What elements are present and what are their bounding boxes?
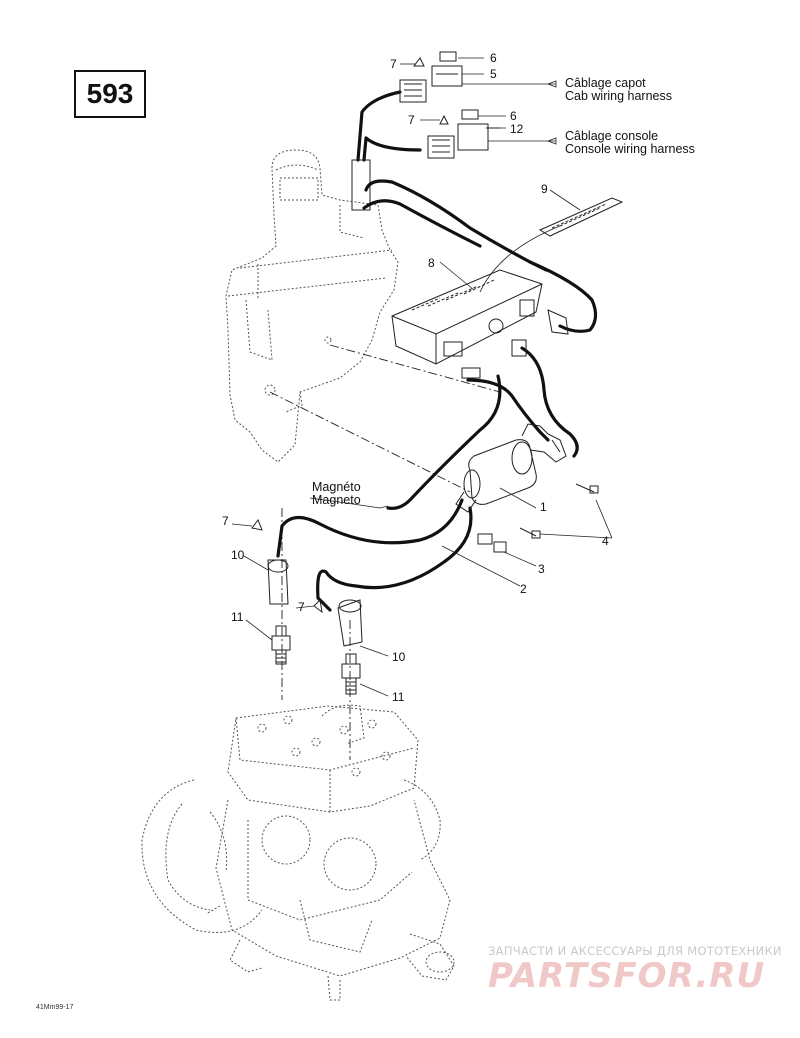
callout-2: 2 bbox=[520, 582, 527, 596]
callout-1: 1 bbox=[540, 500, 547, 514]
callout-11: 11 bbox=[392, 690, 405, 704]
callout-6: 6 bbox=[490, 51, 497, 65]
decal-strip bbox=[538, 197, 624, 237]
console-harness-label-en: Console wiring harness bbox=[565, 142, 695, 156]
callout-6: 6 bbox=[510, 109, 517, 123]
callout-3: 3 bbox=[538, 562, 545, 576]
spark-plug-cap-right bbox=[313, 598, 363, 647]
terminals bbox=[477, 533, 507, 553]
spark-plug-right bbox=[341, 653, 361, 695]
callout-5: 5 bbox=[490, 67, 497, 81]
callout-11: 11 bbox=[231, 610, 244, 624]
console-harness-label-fr: Câblage console bbox=[565, 129, 659, 143]
cab-harness-label-en: Cab wiring harness bbox=[565, 89, 672, 103]
callout-7: 7 bbox=[298, 600, 305, 614]
connector-console-group bbox=[427, 109, 500, 159]
watermark-logo: PARTSFOR.RU bbox=[488, 956, 766, 996]
callout-8: 8 bbox=[428, 256, 435, 270]
callout-7: 7 bbox=[390, 57, 397, 71]
watermark-tagline: ЗАПЧАСТИ И АКСЕССУАРЫ ДЛЯ МОТОТЕХНИКИ bbox=[488, 944, 782, 958]
spark-plug-left bbox=[271, 625, 291, 665]
leader-lines bbox=[231, 57, 613, 697]
spark-plug-cap-left bbox=[251, 518, 289, 605]
mount-line-2 bbox=[269, 391, 471, 493]
callout-12: 12 bbox=[510, 122, 524, 136]
ignition-coil bbox=[455, 423, 567, 513]
electronic-module bbox=[391, 269, 569, 379]
callout-9: 9 bbox=[541, 182, 548, 196]
callout-7: 7 bbox=[222, 514, 229, 528]
callout-7: 7 bbox=[408, 113, 415, 127]
main-wiring-harness bbox=[351, 90, 598, 510]
magneto-label-fr: Magnéto bbox=[312, 480, 361, 494]
callout-10: 10 bbox=[231, 548, 245, 562]
reference-code: 41Mm99-17 bbox=[36, 1004, 74, 1011]
screws bbox=[519, 483, 599, 539]
magneto-label-en: Magneto bbox=[312, 493, 361, 507]
mount-line-1 bbox=[329, 344, 501, 393]
cab-harness-label-fr: Câblage capot bbox=[565, 76, 646, 90]
oil-tank bbox=[225, 149, 399, 463]
connector-cab-group bbox=[399, 51, 463, 103]
callout-10: 10 bbox=[392, 650, 406, 664]
page-number-box: 593 bbox=[74, 70, 146, 118]
callout-4: 4 bbox=[602, 534, 609, 548]
engine bbox=[141, 704, 455, 1001]
ht-leads bbox=[276, 498, 473, 612]
